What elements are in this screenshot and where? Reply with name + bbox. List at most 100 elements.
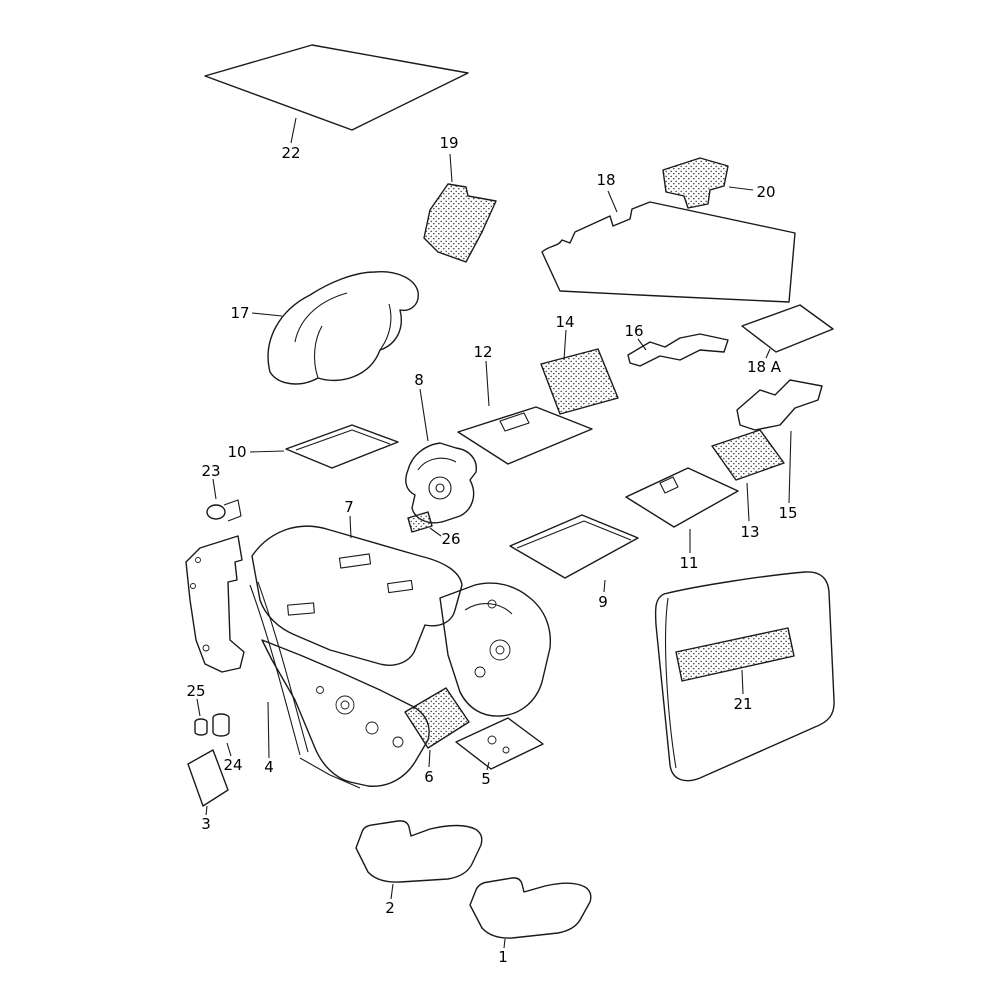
part-24-shape <box>212 713 230 737</box>
part-7-hole-b <box>190 583 196 589</box>
part-19-leader <box>449 153 453 183</box>
part-9-shape <box>509 514 639 579</box>
part-7-leader <box>349 515 352 539</box>
part-24-leader <box>226 742 232 757</box>
part-8-leader <box>419 388 429 442</box>
part-26: 26 <box>407 511 461 548</box>
part-15: 15 <box>736 379 823 522</box>
part-7-slot-b <box>287 602 315 616</box>
part-7-cowl <box>251 525 463 666</box>
part-4-label: 4 <box>264 758 274 776</box>
part-13-label: 13 <box>740 523 759 541</box>
part-10-leader <box>249 450 285 453</box>
part-10-label: 10 <box>227 443 246 461</box>
part-6: 6 <box>404 687 470 786</box>
part-14-leader <box>563 329 567 361</box>
part-9-label: 9 <box>598 593 608 611</box>
part-7-hole-c <box>202 644 210 652</box>
part-24-label: 24 <box>223 756 242 774</box>
part-10-fold <box>295 429 391 451</box>
part-18a: 18 A <box>741 304 834 376</box>
part-14-label: 14 <box>555 313 574 331</box>
part-2-label: 2 <box>385 899 395 917</box>
part-17-shape <box>267 271 419 385</box>
part-10-shape <box>285 424 399 469</box>
part-7-slot-c <box>387 579 414 594</box>
part-16: 16 <box>624 322 729 367</box>
part-15-leader <box>788 430 792 504</box>
part-7-left-bracket <box>185 535 245 673</box>
part-13: 13 <box>711 429 785 541</box>
part-18a-label: 18 A <box>747 358 782 376</box>
part-9-leader <box>603 579 606 593</box>
part-7-wheelhouse-arc <box>464 603 513 615</box>
part-17-leader <box>251 312 283 317</box>
part-25-label: 25 <box>186 682 205 700</box>
part-5-hole-a <box>487 735 497 745</box>
part-7-hole-e <box>340 700 350 710</box>
part-7-lower-flange <box>299 757 361 789</box>
part-17-label: 17 <box>230 304 249 322</box>
part-7-hole-h <box>392 736 404 748</box>
part-7-hole-j <box>495 645 505 655</box>
part-7-hole-a <box>195 557 201 563</box>
part-11-notch <box>659 476 679 494</box>
part-20-label: 20 <box>756 183 775 201</box>
part-15-label: 15 <box>778 504 797 522</box>
part-18a-shape <box>741 304 834 353</box>
part-12-leader <box>485 360 490 407</box>
part-19-shape <box>423 183 497 263</box>
part-25-shape <box>194 718 208 736</box>
part-14: 14 <box>540 313 619 415</box>
part-7-hole-g <box>316 686 324 694</box>
part-22-shape <box>204 44 469 131</box>
part-5-label: 5 <box>481 770 491 788</box>
part-7-hole-d <box>335 695 355 715</box>
part-12: 12 <box>457 343 593 465</box>
part-8-shape <box>405 442 477 524</box>
part-11: 11 <box>625 467 739 572</box>
part-22-label: 22 <box>281 144 300 162</box>
part-7-hole-k <box>474 666 486 678</box>
part-13-leader <box>746 482 750 522</box>
part-9-fold <box>516 520 632 549</box>
part-25-leader <box>196 698 201 717</box>
part-12-label: 12 <box>473 343 492 361</box>
part-21-fold <box>665 597 677 769</box>
part-18-leader <box>607 190 618 213</box>
part-6-shape <box>404 687 470 749</box>
part-1-label: 1 <box>498 948 508 966</box>
part-7-wheelhouse <box>439 582 552 717</box>
part-22-leader <box>290 117 297 144</box>
part-12-notch <box>499 412 530 432</box>
part-7-hole-l <box>487 599 497 609</box>
part-9: 9 <box>509 514 639 611</box>
part-21-shape <box>654 571 835 782</box>
part-8-hole-outer <box>428 476 452 500</box>
part-3: 3 <box>187 749 229 833</box>
part-3-label: 3 <box>201 815 211 833</box>
part-7-hole-f <box>365 721 379 735</box>
part-21-band <box>675 627 795 682</box>
part-5-hole-b <box>502 746 510 754</box>
part-3-leader <box>205 805 208 816</box>
part-18a-leader <box>765 348 771 359</box>
part-23-leader <box>212 478 217 500</box>
part-18: 18 <box>541 171 796 303</box>
part-24: 24 <box>212 713 243 774</box>
part-11-shape <box>625 467 739 528</box>
part-18-shape <box>541 201 796 303</box>
part-16-label: 16 <box>624 322 643 340</box>
part-7-hole-i <box>489 639 511 661</box>
part-7-sill-line-2 <box>257 581 309 753</box>
part-20-leader <box>728 186 754 191</box>
part-19-label: 19 <box>439 134 458 152</box>
part-8-detail <box>417 457 457 471</box>
part-8-label: 8 <box>414 371 424 389</box>
part-1-leader <box>503 938 506 949</box>
part-22: 22 <box>204 44 469 162</box>
part-16-leader <box>637 338 647 351</box>
part-7-sill-line-1 <box>249 584 301 756</box>
